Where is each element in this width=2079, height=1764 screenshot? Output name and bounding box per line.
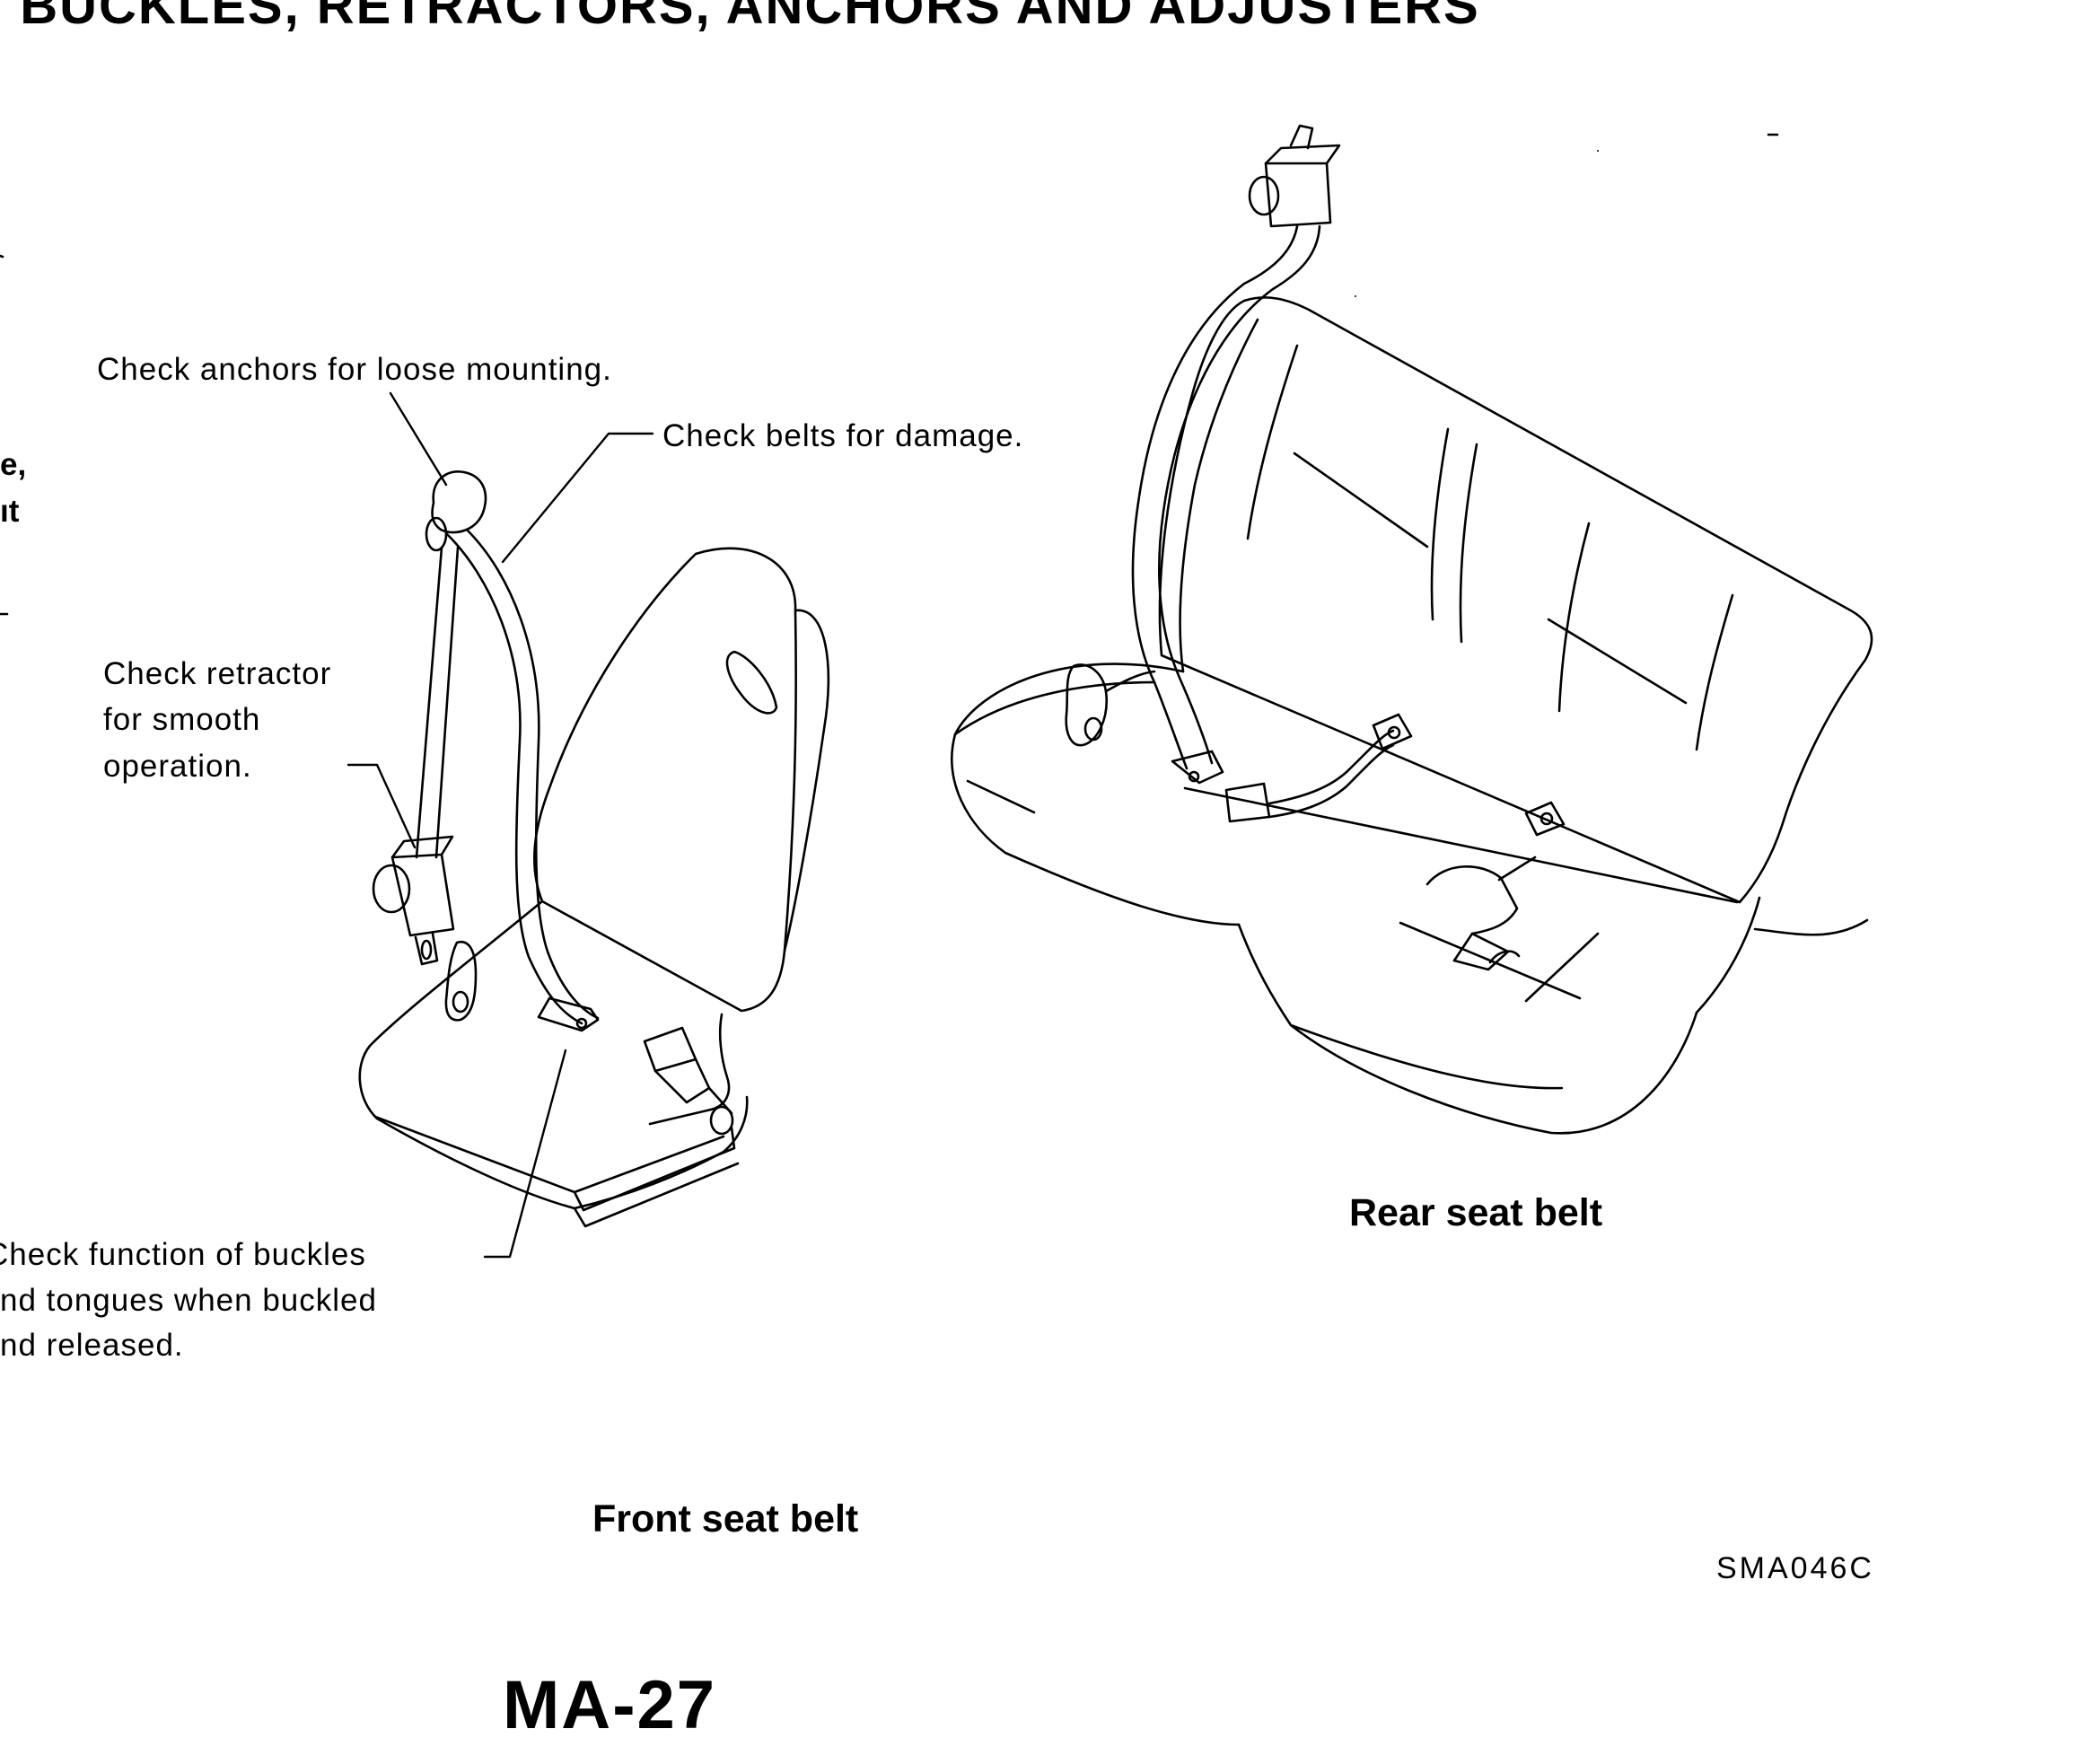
rear-belt-webbing [1131, 224, 1299, 770]
figure-code: SMA046C [1716, 1551, 1874, 1585]
front-seat-with-belt [358, 470, 830, 1228]
rear-seat-cushion-outline [951, 663, 1241, 926]
rear-retractor [1264, 162, 1332, 228]
anchors-callout: Check anchors for loose mounting. [97, 352, 612, 387]
retractor-callout-line-3: operation. [103, 749, 252, 784]
section-heading: , BUCKLES, RETRACTORS, ANCHORS AND ADJUS… [0, 0, 1480, 35]
retractor-callout-line-2: for smooth [103, 702, 261, 737]
rear-center-buckle [1224, 782, 1271, 823]
rear-left-anchor [1065, 663, 1108, 747]
belts-callout: Check belts for damage. [662, 418, 1024, 453]
buckles-callout-line-1: Check function of buckles [0, 1237, 366, 1272]
retractor-callout-line-1: Check retractor [103, 656, 332, 691]
margin-text-fragment-1: e, [0, 447, 27, 482]
front-seat-belt-caption: Front seat belt [592, 1497, 859, 1540]
page-marks [0, 133, 1779, 616]
front-lower-anchor [444, 940, 478, 1022]
front-belt-webbing [444, 531, 583, 1025]
buckles-callout-line-2: nd tongues when buckled [0, 1283, 377, 1318]
front-seat-back-outline [533, 547, 797, 1013]
front-upper-anchor [431, 470, 487, 534]
front-buckle [643, 1026, 697, 1073]
rear-seat-back-outline [1158, 296, 1873, 904]
rear-seat-belt-caption: Rear seat belt [1349, 1191, 1603, 1234]
buckles-callout-line-3: nd released. [0, 1328, 184, 1363]
rear-seat-with-belt [951, 124, 1873, 1135]
front-retractor [390, 853, 455, 937]
page-number: MA-27 [503, 1667, 717, 1743]
rear-right-buckle-loop [1425, 864, 1519, 962]
margin-text-fragment-2: ıt [0, 494, 20, 529]
callout-leader-lines [346, 391, 654, 1259]
